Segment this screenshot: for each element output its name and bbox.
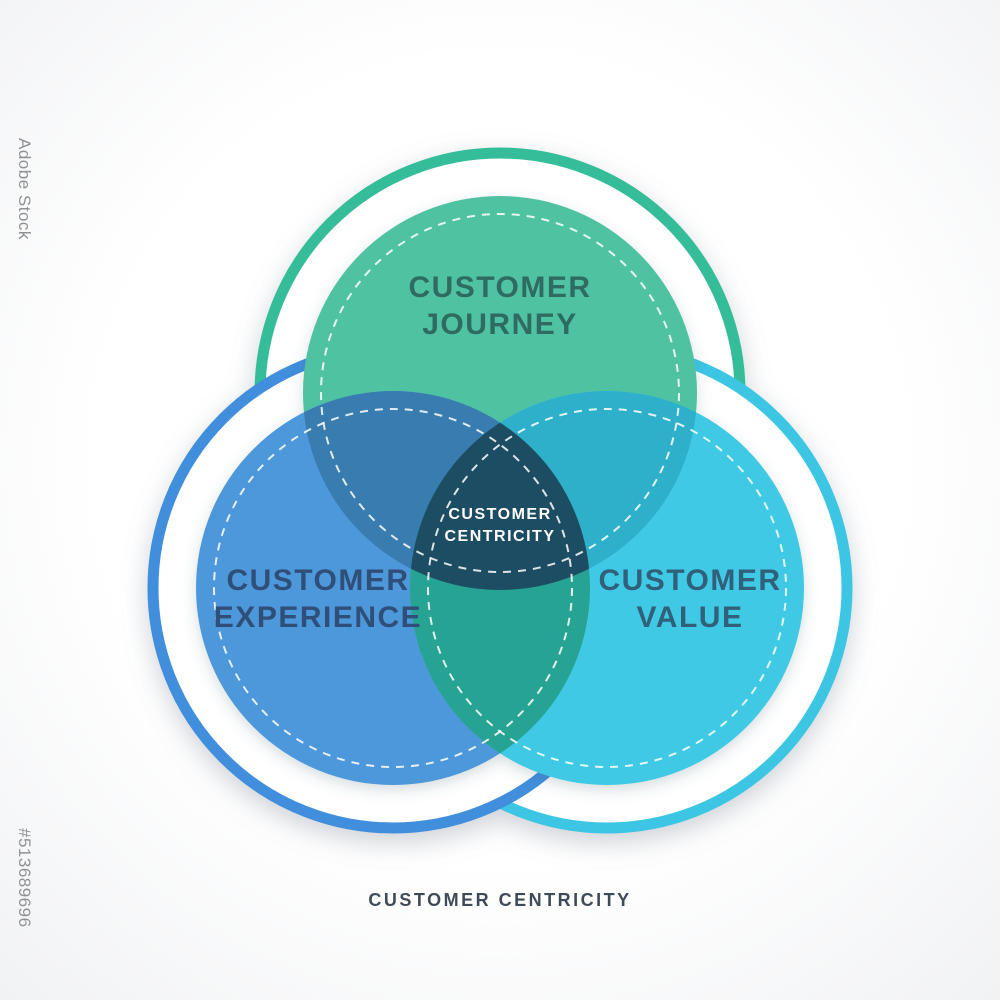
watermark-brand: Adobe Stock [15, 138, 34, 240]
dashed-circle-journey [320, 213, 680, 573]
label-customer-journey-line1: CUSTOMER [408, 271, 591, 304]
caption-customer-centricity: CUSTOMER CENTRICITY [368, 890, 631, 910]
label-customer-journey-line2: JOURNEY [422, 308, 578, 341]
label-customer-experience-line2: EXPERIENCE [214, 601, 422, 634]
label-customer-value-line1: CUSTOMER [598, 564, 781, 597]
label-center-customer-centricity-line2: CENTRICITY [445, 528, 556, 545]
label-customer-value-line2: VALUE [637, 601, 744, 634]
label-center-customer-centricity-line1: CUSTOMER [448, 506, 551, 523]
dashed-circle-experience [213, 408, 573, 768]
label-customer-experience-line1: CUSTOMER [226, 564, 409, 597]
venn-circles [196, 196, 804, 785]
overlap-center-customer-centricity [410, 391, 590, 590]
labels: CUSTOMER JOURNEY CUSTOMER EXPERIENCE CUS… [214, 271, 781, 910]
dashed-circle-value [427, 408, 787, 768]
watermark-id: #513689696 [15, 828, 34, 928]
